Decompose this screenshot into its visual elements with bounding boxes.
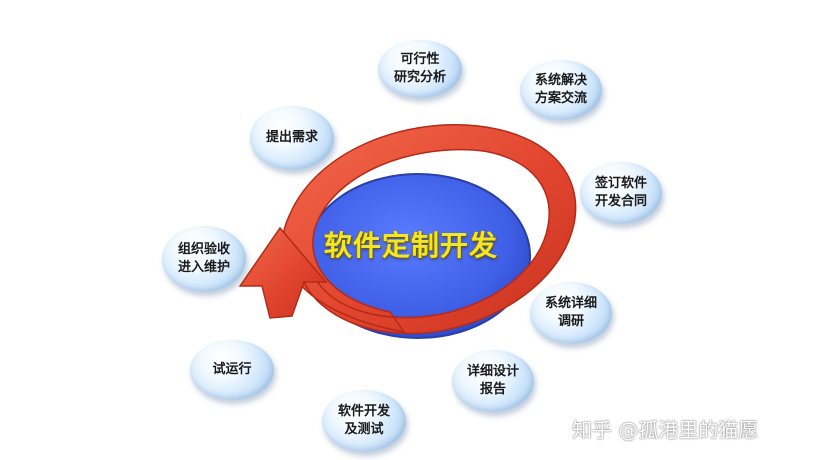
step-label-line: 详细设计 [466, 364, 519, 379]
step-solution-bubble: 系统解决 方案交流 [520, 60, 602, 120]
step-trial-run-bubble: 试运行 [190, 340, 274, 400]
step-label-line: 软件开发 [337, 404, 390, 419]
step-label-line: 签订软件 [594, 176, 647, 191]
step-label-line: 试运行 [212, 362, 252, 377]
step-acceptance-bubble: 组织验收 进入维护 [162, 226, 246, 292]
step-contract-bubble: 签订软件 开发合同 [580, 162, 662, 224]
step-label-line: 组织验收 [177, 242, 230, 257]
center-title: 软件定制开发 [323, 229, 498, 262]
step-label-line: 开发合同 [594, 194, 647, 209]
step-label-line: 系统解决 [534, 73, 587, 88]
step-detail-survey-bubble: 系统详细 调研 [530, 282, 612, 344]
watermark-text: 知乎 @孤港里的猫愿 [572, 418, 759, 442]
step-label-line: 提出需求 [265, 130, 318, 145]
step-label-line: 研究分析 [393, 70, 446, 85]
step-label-line: 报告 [479, 382, 506, 397]
cycle-arrow [238, 124, 577, 335]
step-label-line: 可行性 [400, 52, 440, 67]
step-label-line: 及测试 [344, 422, 384, 437]
step-label-line: 系统详细 [544, 296, 597, 311]
step-label-line: 进入维护 [177, 260, 230, 275]
step-feasibility-bubble: 可行性 研究分析 [378, 40, 462, 98]
step-requirements-bubble: 提出需求 [250, 106, 334, 170]
step-label-line: 方案交流 [534, 91, 587, 106]
step-detail-design-bubble: 详细设计 报告 [452, 350, 534, 412]
step-dev-test-bubble: 软件开发 及测试 [322, 390, 406, 452]
step-label-line: 调研 [557, 314, 584, 329]
